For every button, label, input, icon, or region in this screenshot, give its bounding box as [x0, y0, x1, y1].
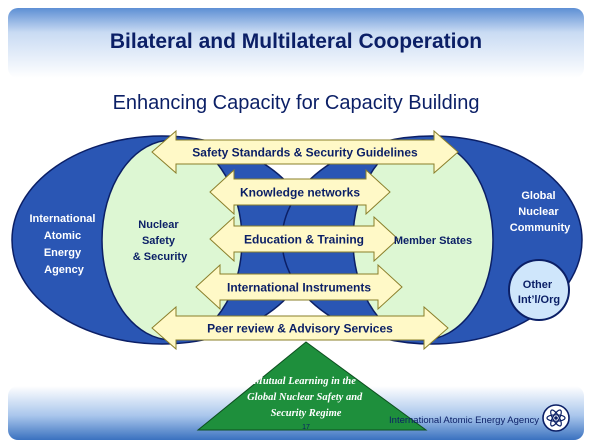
arrow-label-3: Education & Training [244, 233, 364, 247]
iaea-logo-icon [542, 404, 570, 432]
other-org-circle [508, 259, 570, 321]
arrow-shape-5 [151, 305, 449, 351]
arrow-label-5: Peer review & Advisory Services [207, 322, 393, 336]
arrow-group: Safety Standards & Security GuidelinesKn… [151, 129, 459, 351]
page-number: 17 [302, 424, 310, 431]
arrow-shape-4 [195, 263, 403, 311]
arrow-label-1: Safety Standards & Security Guidelines [192, 146, 418, 160]
arrow-shape-2 [209, 168, 391, 216]
mutual-learning-triangle [196, 341, 428, 431]
footer-org-text: International Atomic Energy Agency [389, 415, 539, 426]
arrow-label-2: Knowledge networks [240, 186, 360, 200]
nuclear-safety-label: Nuclear Safety & Security [133, 219, 188, 263]
other-org-label: Other Int’l/Org [518, 279, 560, 306]
iaea-label: International Atomic Energy Agency [29, 213, 98, 276]
arrow-label-4: International Instruments [227, 281, 371, 295]
slide-subtitle: Enhancing Capacity for Capacity Building [112, 92, 480, 114]
triangle-label: Mutual Learning in the Global Nuclear Sa… [247, 376, 365, 419]
member-states-label: Member States [394, 235, 472, 247]
global-community-label: Global Nuclear Community [510, 190, 571, 234]
arrow-shape-3 [209, 215, 399, 263]
arrow-shape-1 [151, 129, 459, 175]
title-banner [8, 8, 584, 78]
slide-title: Bilateral and Multilateral Cooperation [109, 30, 483, 53]
